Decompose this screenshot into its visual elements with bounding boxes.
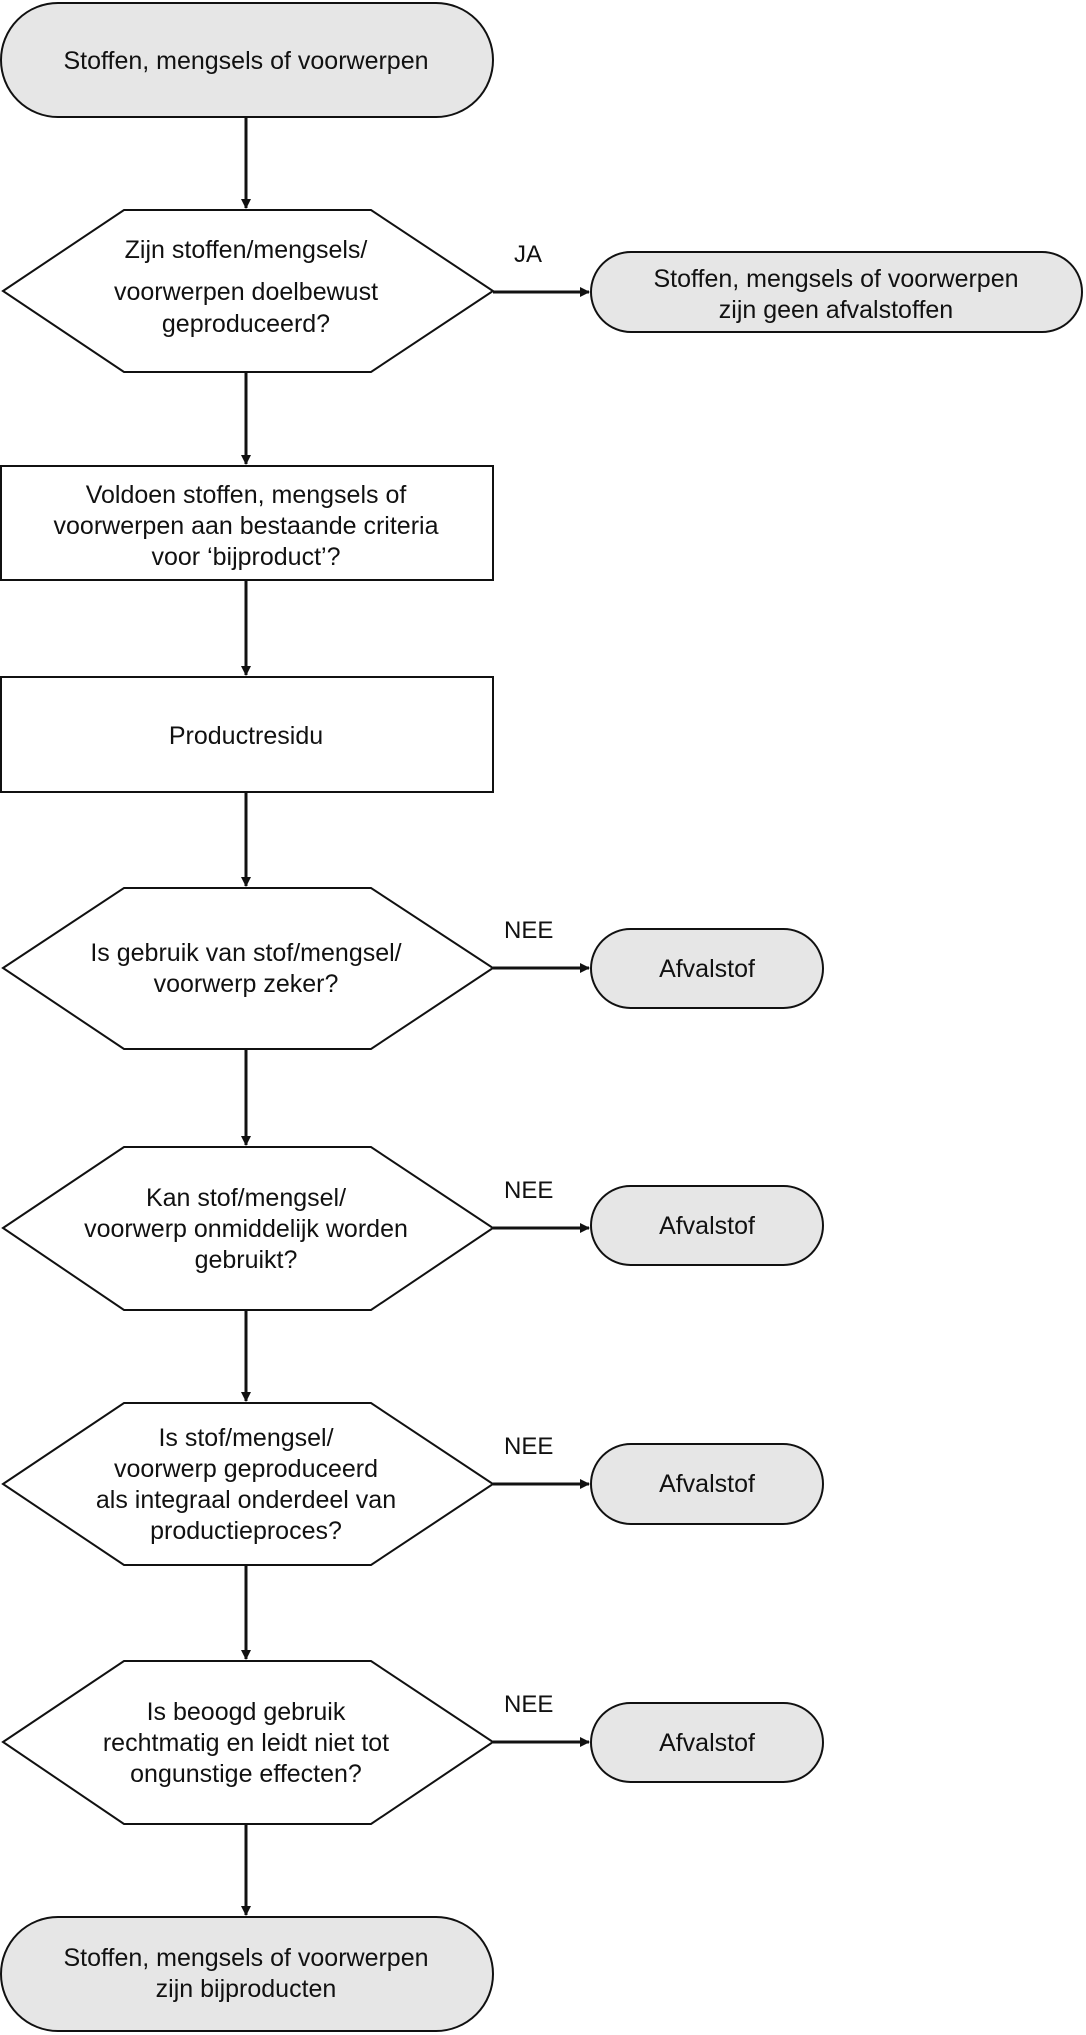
decision-integral-part: Is stof/mengsel/ voorwerp geproduceerd a… (1, 1402, 495, 1566)
no-label: NEE (504, 1691, 553, 1718)
decision-text: rechtmatig en leidt niet tot (103, 1729, 389, 1757)
decision-text: Zijn stoffen/mengsels/ (125, 236, 368, 264)
result-text: Afvalstof (659, 1729, 755, 1757)
decision-text: Is gebruik van stof/mengsel/ (90, 939, 401, 967)
box-product-residue: Productresidu (0, 676, 494, 793)
result-waste: Afvalstof (590, 928, 824, 1009)
decision-text: voorwerpen doelbewust (114, 278, 378, 306)
no-label: NEE (504, 917, 553, 944)
decision-text: voorwerp geproduceerd (114, 1455, 378, 1483)
no-label: NEE (504, 1177, 553, 1204)
box-text: voor ‘bijproduct’? (152, 543, 341, 571)
result-text: zijn geen afvalstoffen (719, 296, 953, 324)
result-text: Stoffen, mengsels of voorwerpen (653, 265, 1018, 293)
box-text: voorwerpen aan bestaande criteria (54, 512, 439, 540)
decision-text: geproduceerd? (162, 310, 330, 338)
result-waste: Afvalstof (590, 1443, 824, 1525)
decision-text: productieproces? (150, 1517, 342, 1545)
end-text: zijn bijproducten (156, 1975, 337, 2003)
decision-text: Is stof/mengsel/ (158, 1424, 333, 1452)
yes-label: JA (514, 241, 542, 268)
result-not-waste: Stoffen, mengsels of voorwerpen zijn gee… (590, 251, 1083, 333)
start-text: Stoffen, mengsels of voorwerpen (63, 47, 428, 75)
decision-text: als integraal onderdeel van (96, 1486, 396, 1514)
end-terminal: Stoffen, mengsels of voorwerpen zijn bij… (0, 1916, 494, 2032)
decision-text: voorwerp zeker? (154, 970, 339, 998)
end-text: Stoffen, mengsels of voorwerpen (63, 1944, 428, 1972)
result-text: Afvalstof (659, 955, 755, 983)
result-waste: Afvalstof (590, 1185, 824, 1266)
decision-text: Kan stof/mengsel/ (146, 1184, 346, 1212)
decision-lawful-use: Is beoogd gebruik rechtmatig en leidt ni… (1, 1660, 495, 1825)
result-text: Afvalstof (659, 1212, 755, 1240)
decision-use-certain: Is gebruik van stof/mengsel/ voorwerp ze… (1, 887, 495, 1050)
decision-used-immediately: Kan stof/mengsel/ voorwerp onmiddelijk w… (1, 1146, 495, 1311)
decision-text: gebruikt? (195, 1246, 298, 1274)
decision-text: Is beoogd gebruik (147, 1698, 346, 1726)
start-terminal: Stoffen, mengsels of voorwerpen (0, 2, 494, 118)
decision-text: ongunstige effecten? (130, 1760, 362, 1788)
decision-text: voorwerp onmiddelijk worden (84, 1215, 408, 1243)
connectors (241, 117, 590, 1916)
box-text: Voldoen stoffen, mengsels of (86, 481, 407, 509)
result-waste: Afvalstof (590, 1702, 824, 1783)
box-byproduct-criteria: Voldoen stoffen, mengsels of voorwerpen … (0, 465, 494, 581)
box-text: Productresidu (169, 722, 323, 750)
no-label: NEE (504, 1433, 553, 1460)
result-text: Afvalstof (659, 1470, 755, 1498)
decision-intentionally-produced: Zijn stoffen/mengsels/ voorwerpen doelbe… (1, 209, 495, 373)
